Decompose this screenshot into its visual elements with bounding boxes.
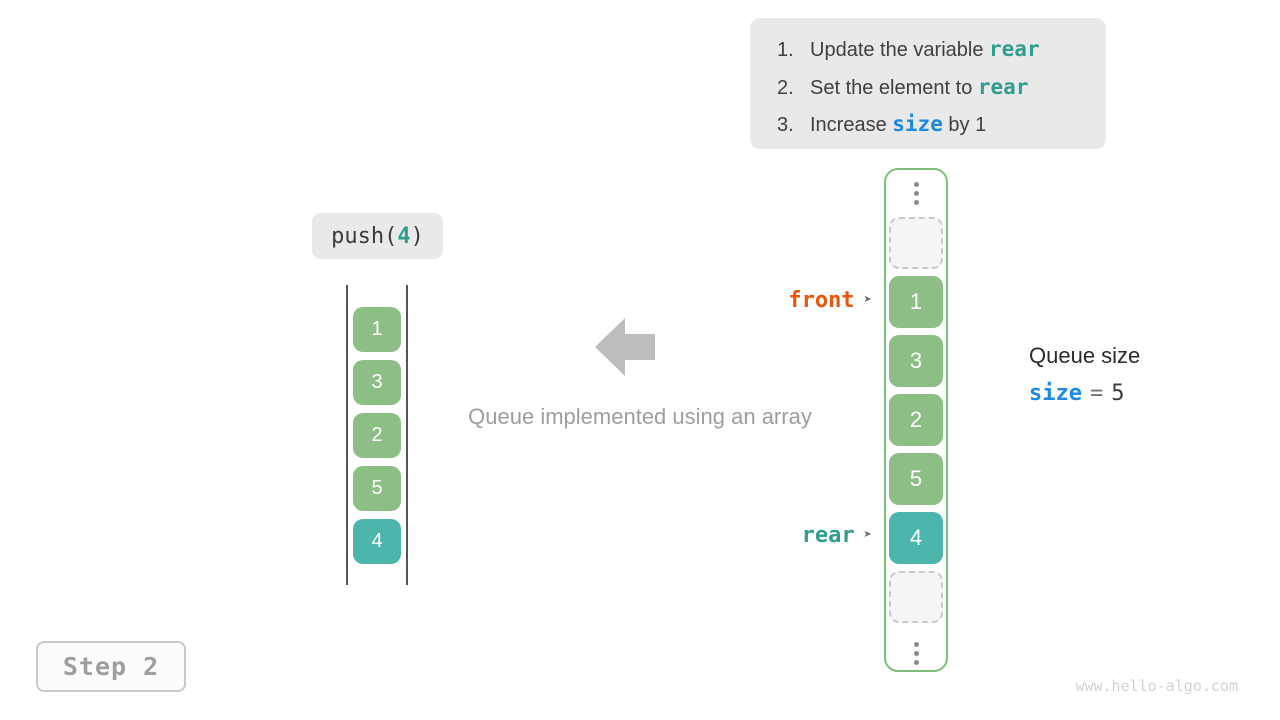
array-cell: 3 [889,335,943,387]
push-label-suffix: ) [410,223,424,249]
stack-cell: 5 [353,466,401,511]
instruction-text: Increase size by 1 [810,106,986,144]
instruction-line-3: 3. Increase size by 1 [777,106,1106,144]
watermark: www.hello-algo.com [1075,677,1238,695]
array-cell-rear-highlighted: 4 [889,512,943,564]
equals-sign: = [1089,381,1104,406]
ellipsis-icon [913,182,919,205]
diagram-caption: Queue implemented using an array [468,404,812,429]
instruction-line-2: 2. Set the element to rear [777,69,1106,107]
code-token-size: size [892,112,943,136]
rear-pointer-label: rear [801,522,855,548]
left-arrow-icon [595,318,655,381]
input-stack: 1 3 2 5 4 [346,285,408,585]
instruction-text-post: by 1 [942,114,987,136]
instruction-text-pre: Increase [810,114,893,136]
instruction-number: 3. [777,114,794,136]
queue-array: 1 3 2 5 4 [884,168,948,672]
front-pointer-label: front [788,287,855,313]
queue-size-info: Queue size size = 5 [1029,343,1140,406]
instruction-number: 1. [777,39,794,61]
stack-cell: 3 [353,360,401,405]
push-operation-label: push(4) [312,213,443,259]
code-token-rear: rear [989,37,1040,61]
rear-pointer: rear ➤ [690,521,872,549]
instruction-text: Set the element to rear [810,69,1028,107]
array-cell-front: 1 [889,276,943,328]
instruction-text-pre: Set the element to [810,76,978,99]
instruction-line-1: 1. Update the variable rear [777,31,1106,69]
stack-cell: 1 [353,307,401,352]
stack-cell: 2 [353,413,401,458]
push-label-prefix: push( [331,223,398,249]
instruction-text: Update the variable rear [810,31,1040,69]
code-token-rear: rear [977,74,1029,99]
ellipsis-icon [913,642,919,665]
queue-size-expression: size = 5 [1029,381,1140,406]
instruction-panel: 1. Update the variable rear 2. Set the e… [750,18,1106,149]
array-cell: 2 [889,394,943,446]
size-value: 5 [1111,381,1125,406]
pointer-arrow-icon: ➤ [863,292,872,308]
size-variable: size [1029,381,1082,406]
stack-cell-highlighted: 4 [353,519,401,564]
instruction-number: 2. [777,76,794,99]
step-badge: Step 2 [36,641,186,692]
queue-size-title: Queue size [1029,343,1141,368]
pointer-arrow-icon: ➤ [863,527,872,543]
push-argument: 4 [397,223,411,249]
front-pointer: front ➤ [690,286,872,314]
array-cell-empty [889,217,943,269]
instruction-text-pre: Update the variable [810,39,990,61]
array-cell-empty [889,571,943,623]
array-cell: 5 [889,453,943,505]
